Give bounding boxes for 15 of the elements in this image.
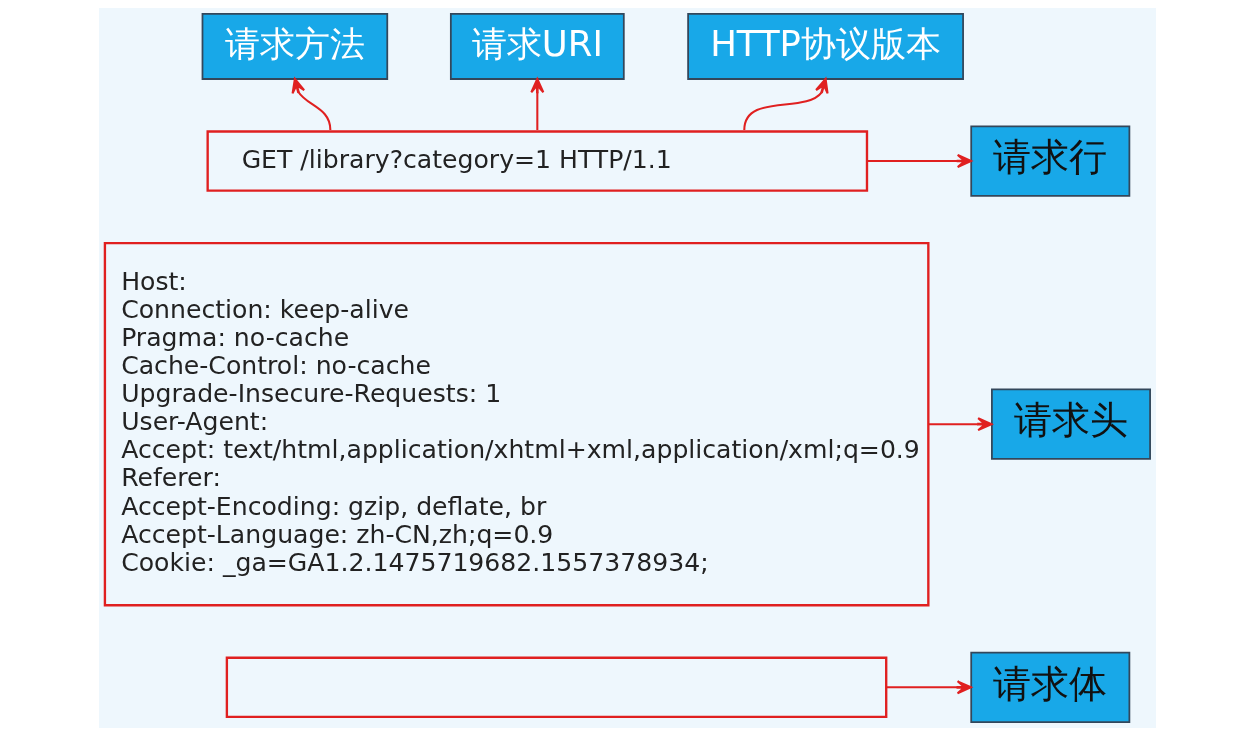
node-box: 请求方法 [201, 13, 388, 80]
node-box: GET /library?category=1 HTTP/1.1 [205, 130, 868, 192]
node-box: 请求行 [969, 125, 1130, 197]
arrow [928, 417, 992, 432]
node-box: Host: Connection: keep-alive Pragma: no-cache Cache-Control: no-cache Upgrade-Insecure-Requests: 1 User-Agent: Accept: text/html,application/xhtml+xml,application/xml;q=0.9 Referer: Accept-Encoding: gzip, deflate, br Accept-Language: zh-CN,zh;q=0.9 Cookie: _ga=GA1.2.1475719682.1557378934; [103, 241, 930, 607]
arrow [529, 77, 544, 130]
node-box: 请求头 [990, 388, 1151, 460]
arrow [742, 77, 829, 131]
node-box: 请求URI [449, 13, 625, 80]
node-box: HTTP协议版本 [686, 13, 964, 80]
node-box [225, 656, 887, 719]
arrow [291, 77, 331, 131]
arrow [885, 680, 972, 695]
node-box: 请求体 [969, 651, 1130, 723]
arrow [866, 154, 972, 169]
